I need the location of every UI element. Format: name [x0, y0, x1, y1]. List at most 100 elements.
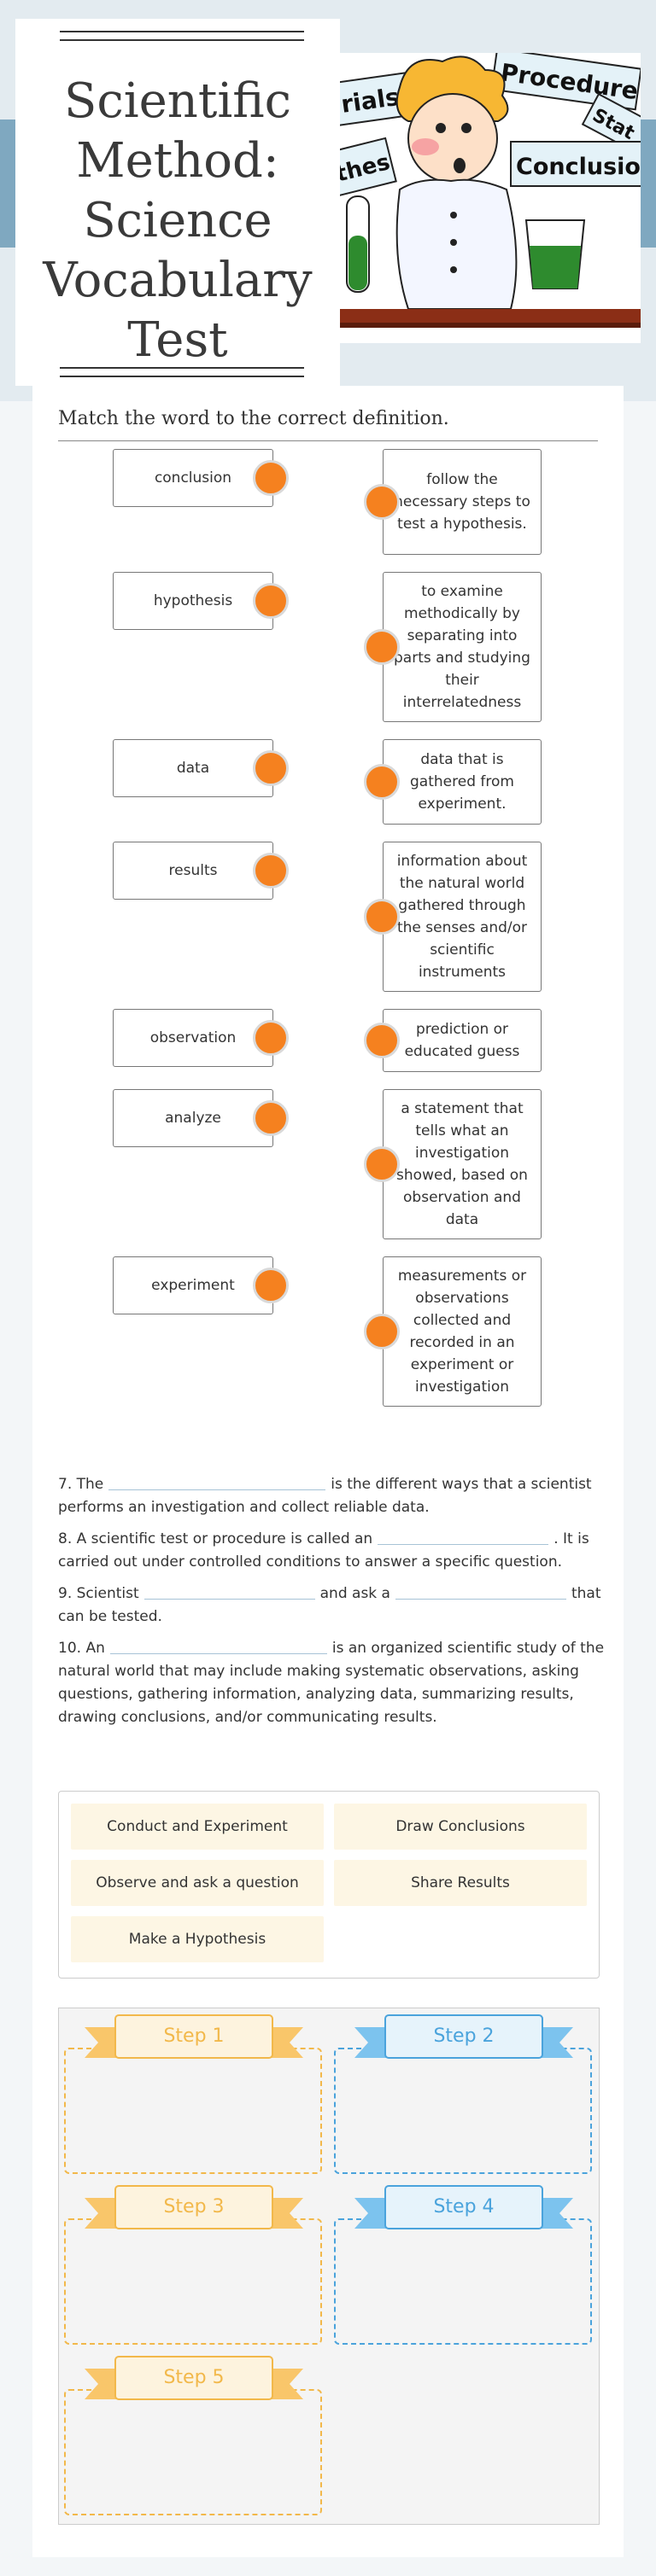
term-hypothesis[interactable]: hypothesis: [113, 572, 273, 630]
matching-instruction: Match the word to the correct definition…: [58, 408, 449, 429]
step-4-dropzone[interactable]: [334, 2218, 592, 2345]
term-label: hypothesis: [153, 592, 233, 609]
definition-text: information about the natural world gath…: [396, 853, 528, 981]
step-5-ribbon: [85, 2356, 303, 2400]
definition-text: data that is gathered from experiment.: [410, 751, 514, 813]
definition-5[interactable]: prediction or educated guess: [383, 1009, 542, 1072]
option-label: Conduct and Experiment: [107, 1818, 288, 1835]
term-experiment[interactable]: experiment: [113, 1256, 273, 1314]
q8-text-pre: 8. A scientific test or procedure is cal…: [58, 1530, 373, 1547]
definition-connector[interactable]: [364, 1146, 400, 1182]
q7-text-post: is the different ways that a scientist p…: [58, 1476, 592, 1516]
term-label: experiment: [151, 1277, 235, 1294]
step-5-label: Step 5: [163, 2367, 225, 2388]
term-conclusion[interactable]: conclusion: [113, 449, 273, 507]
term-connector[interactable]: [253, 750, 289, 786]
definition-1[interactable]: follow the necessary steps to test a hyp…: [383, 449, 542, 555]
definition-connector[interactable]: [364, 899, 400, 935]
option-label: Observe and ask a question: [96, 1874, 299, 1891]
definition-connector[interactable]: [364, 1023, 400, 1058]
option-label: Draw Conclusions: [395, 1818, 525, 1835]
q9-text-post: that can be tested.: [58, 1585, 601, 1625]
step-4-label: Step 4: [433, 2196, 495, 2218]
q10-text-pre: 10. An: [58, 1640, 105, 1657]
definition-7[interactable]: measurements or observations collected a…: [383, 1256, 542, 1407]
step-1-ribbon: [85, 2014, 303, 2059]
title-rule-bottom-2: [60, 376, 304, 377]
term-label: analyze: [165, 1110, 221, 1127]
term-connector[interactable]: [253, 1020, 289, 1056]
definition-text: follow the necessary steps to test a hyp…: [394, 471, 530, 533]
title-rule-bottom: [60, 367, 304, 369]
title-line-3: Science: [83, 193, 272, 248]
title-card: Scientific Method: Science Vocabulary Te…: [15, 19, 340, 386]
q7-blank-input[interactable]: [108, 1474, 326, 1490]
step-1-label: Step 1: [163, 2025, 225, 2047]
steps-panel: Step 1 Step 2 Step 3 Step 4: [58, 2008, 600, 2525]
step-1-dropzone[interactable]: [64, 2048, 322, 2174]
term-connector[interactable]: [253, 460, 289, 496]
definition-4[interactable]: information about the natural world gath…: [383, 842, 542, 992]
step-5-dropzone[interactable]: [64, 2389, 322, 2515]
title-rule-top-2: [60, 39, 304, 41]
definition-2[interactable]: to examine methodically by separating in…: [383, 572, 542, 722]
q10-text-post: is an organized scientific study of the …: [58, 1640, 605, 1726]
scientist-illustration: rials Procedure Stat thes Conclusion: [340, 53, 641, 343]
q9-blank-input-2[interactable]: [395, 1583, 566, 1600]
term-data[interactable]: data: [113, 739, 273, 797]
title-rule-top: [60, 31, 304, 32]
step-2-label: Step 2: [433, 2025, 495, 2047]
option-label: Make a Hypothesis: [128, 1931, 266, 1948]
option-draw-conclusions[interactable]: Draw Conclusions: [334, 1804, 587, 1850]
q8-text-post: . It is carried out under controlled con…: [58, 1530, 589, 1571]
term-observation[interactable]: observation: [113, 1009, 273, 1067]
page-title: Scientific Method: Science Vocabulary Te…: [32, 72, 323, 370]
step-3-ribbon: [85, 2185, 303, 2229]
step-2-ribbon: [354, 2014, 573, 2059]
drag-options-panel: Conduct and Experiment Draw Conclusions …: [58, 1791, 600, 1979]
term-connector[interactable]: [253, 853, 289, 889]
title-line-2: Method:: [76, 133, 279, 189]
option-observe-ask[interactable]: Observe and ask a question: [71, 1860, 324, 1906]
title-line-5: Test: [127, 312, 228, 368]
term-label: data: [176, 760, 210, 777]
definition-connector[interactable]: [364, 484, 400, 520]
definition-6[interactable]: a statement that tells what an investiga…: [383, 1089, 542, 1239]
option-share-results[interactable]: Share Results: [334, 1860, 587, 1906]
quiz-content: Match the word to the correct definition…: [32, 386, 624, 2557]
q9-text-pre: 9. Scientist: [58, 1585, 139, 1602]
definition-connector[interactable]: [364, 1314, 400, 1349]
term-analyze[interactable]: analyze: [113, 1089, 273, 1147]
title-line-1: Scientific: [64, 73, 291, 129]
definition-connector[interactable]: [364, 764, 400, 800]
q7-text-pre: 7. The: [58, 1476, 104, 1493]
term-results[interactable]: results: [113, 842, 273, 900]
step-3-label: Step 3: [163, 2196, 225, 2218]
term-label: conclusion: [154, 469, 232, 487]
step-3-dropzone[interactable]: [64, 2218, 322, 2345]
term-connector[interactable]: [253, 583, 289, 619]
term-connector[interactable]: [253, 1100, 289, 1136]
option-label: Share Results: [411, 1874, 510, 1891]
q8-blank-input[interactable]: [378, 1529, 549, 1545]
step-2-dropzone[interactable]: [334, 2048, 592, 2174]
question-8: 8. A scientific test or procedure is cal…: [58, 1528, 605, 1574]
step-4-ribbon: [354, 2185, 573, 2229]
option-make-hypothesis[interactable]: Make a Hypothesis: [71, 1916, 324, 1962]
q10-blank-input[interactable]: [109, 1638, 327, 1654]
title-line-4: Vocabulary: [43, 253, 313, 308]
term-connector[interactable]: [253, 1268, 289, 1303]
hero-word-conclusion: Conclusion: [516, 154, 641, 180]
term-label: results: [168, 862, 218, 879]
instruction-rule: [58, 440, 598, 441]
definition-connector[interactable]: [364, 629, 400, 665]
term-label: observation: [149, 1029, 237, 1046]
q9-text-mid: and ask a: [319, 1585, 390, 1602]
definition-text: to examine methodically by separating in…: [394, 583, 530, 711]
q9-blank-input-1[interactable]: [144, 1583, 315, 1600]
definition-3[interactable]: data that is gathered from experiment.: [383, 739, 542, 825]
option-conduct-experiment[interactable]: Conduct and Experiment: [71, 1804, 324, 1850]
